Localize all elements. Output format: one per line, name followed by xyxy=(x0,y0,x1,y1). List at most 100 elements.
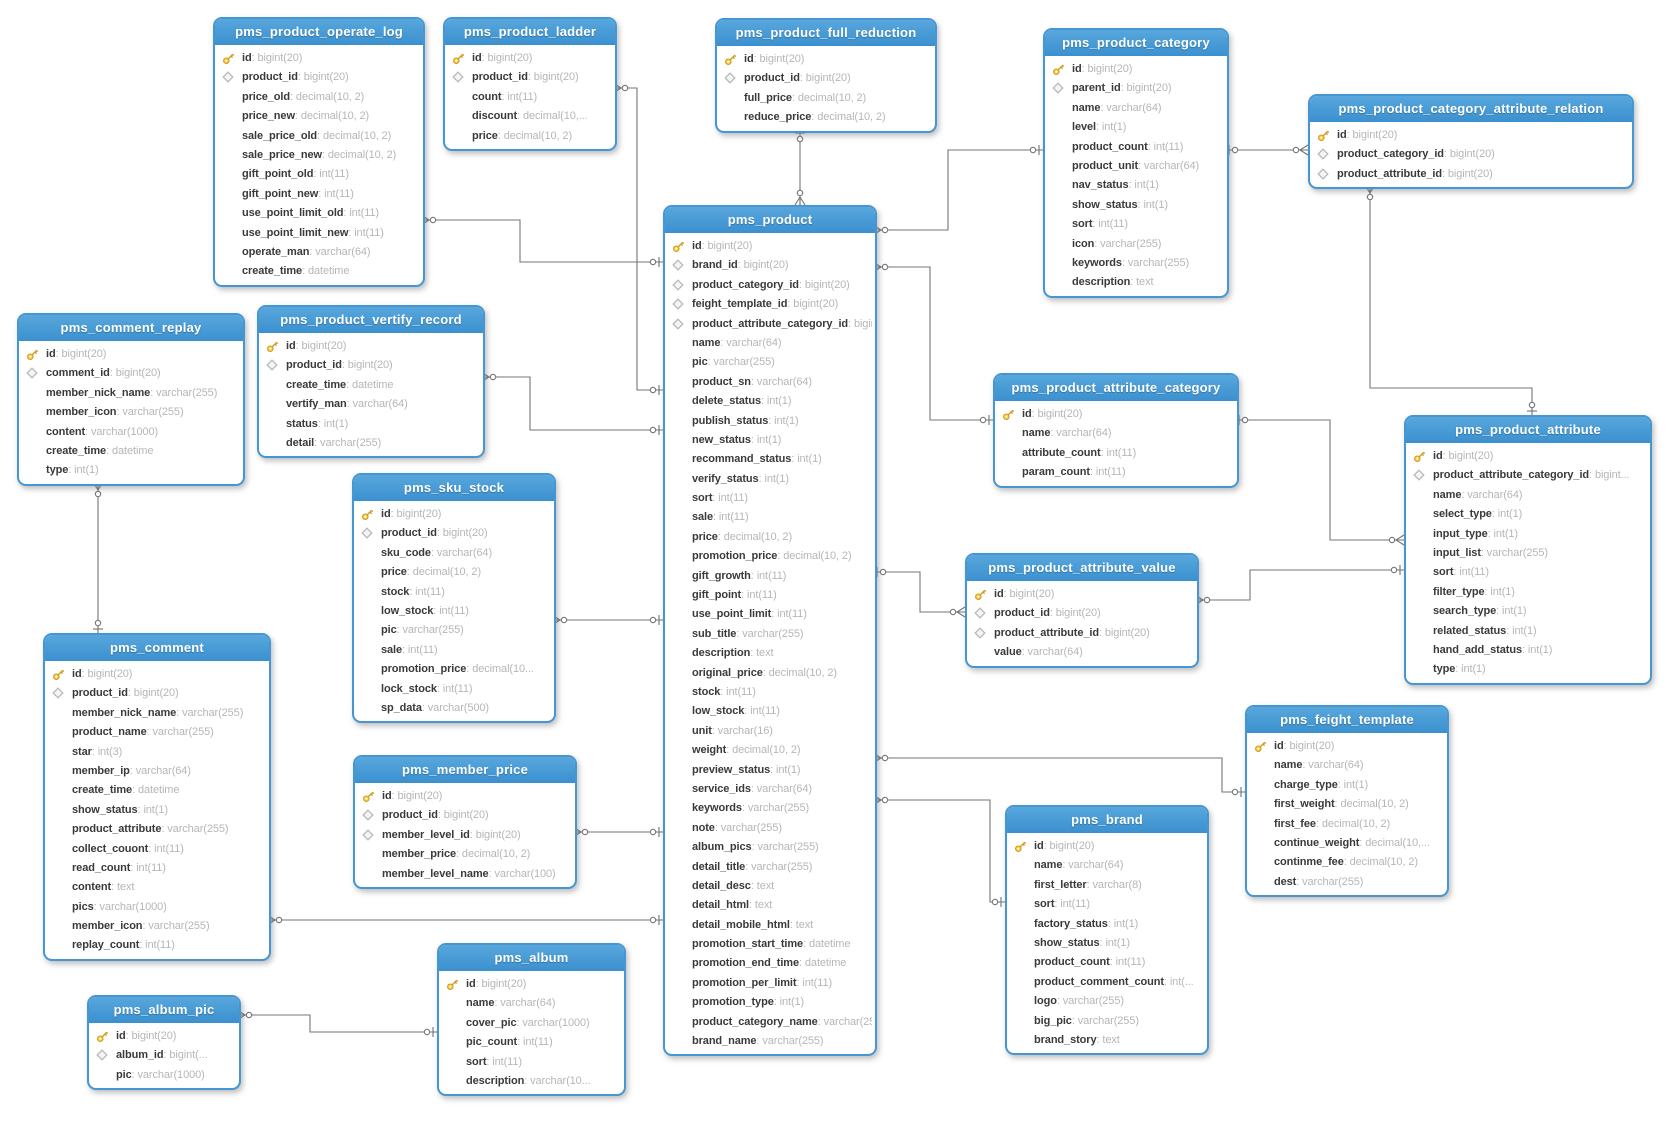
field-row-show_status: show_status: int(1) xyxy=(45,801,266,820)
table-title[interactable]: pms_product_attribute xyxy=(1406,417,1650,443)
field-type: : bigint(20) xyxy=(1346,129,1398,141)
field-name: first_letter xyxy=(1034,878,1087,891)
field-row-attribute_count: attribute_count: int(11) xyxy=(995,444,1234,463)
field-name: product_category_id xyxy=(1337,148,1444,161)
field-type: : decimal(10, 2) xyxy=(497,129,573,142)
table-title[interactable]: pms_product_attribute_category xyxy=(995,375,1237,401)
field-row-name: name: varchar(64) xyxy=(439,994,621,1013)
field-row-name: name: varchar(64) xyxy=(1045,99,1224,118)
field-type: : bigint(20) xyxy=(787,298,839,311)
field-type: : varchar(255) xyxy=(707,356,775,369)
field-type: : decimal(10, 2) xyxy=(321,148,397,161)
table-title[interactable]: pms_product_operate_log xyxy=(215,19,423,45)
field-type: : int(11) xyxy=(517,1036,553,1049)
field-row-type: type: int(1) xyxy=(1406,660,1647,679)
key-icon xyxy=(97,1031,109,1042)
field-name: select_type xyxy=(1433,508,1492,521)
field-row-star: star: int(3) xyxy=(45,743,266,762)
field-name: sale_price_old xyxy=(242,129,318,142)
field-name: parent_id xyxy=(1072,82,1121,95)
field-name: gift_point_old xyxy=(242,168,314,181)
table-title[interactable]: pms_product_vertify_record xyxy=(259,307,483,333)
table-title[interactable]: pms_comment_replay xyxy=(19,315,243,341)
field-row-sale_price_new: sale_price_new: decimal(10, 2) xyxy=(215,146,420,165)
field-row-comment_id: comment_id: bigint(20) xyxy=(19,364,240,383)
diamond-icon xyxy=(1317,168,1329,180)
field-name: description xyxy=(466,1074,525,1087)
table-title[interactable]: pms_product_category xyxy=(1045,30,1227,56)
field-name: name xyxy=(1274,759,1303,772)
field-name: name xyxy=(692,336,721,349)
field-row-first_letter: first_letter: varchar(8) xyxy=(1007,876,1204,895)
field-name: price_new xyxy=(242,110,295,123)
table-title[interactable]: pms_product_ladder xyxy=(445,19,615,45)
table-title[interactable]: pms_product xyxy=(665,207,875,233)
table-fields: id: bigint(20)name: varchar(64)attribute… xyxy=(995,401,1237,486)
table-title[interactable]: pms_sku_stock xyxy=(354,475,554,501)
field-name: continme_fee xyxy=(1274,856,1344,869)
field-type: : bigint(20) xyxy=(341,359,393,372)
key-icon xyxy=(267,341,279,352)
field-name: sort xyxy=(1433,566,1454,579)
table-title[interactable]: pms_product_full_reduction xyxy=(717,20,935,46)
field-type: : bigint(20) xyxy=(391,790,443,802)
table-title[interactable]: pms_product_attribute_value xyxy=(967,555,1197,581)
field-name: new_status xyxy=(692,433,751,446)
diamond-icon xyxy=(1317,148,1329,161)
field-type: : varchar(64) xyxy=(1062,859,1124,872)
table-title[interactable]: pms_comment xyxy=(45,635,269,661)
field-type: : int(1) xyxy=(1487,527,1518,540)
field-name: use_point_limit xyxy=(692,608,772,621)
field-type: : varchar(255) xyxy=(161,823,229,836)
field-row-big_pic: big_pic: varchar(255) xyxy=(1007,1012,1204,1031)
field-type: : int(11) xyxy=(486,1055,522,1068)
table-title[interactable]: pms_feight_template xyxy=(1247,707,1447,733)
field-row-id: id: bigint(20) xyxy=(215,49,420,68)
table-title[interactable]: pms_brand xyxy=(1007,807,1207,833)
field-row-id: id: bigint(20) xyxy=(665,237,872,256)
field-name: keywords xyxy=(692,802,742,815)
field-name: original_price xyxy=(692,666,763,679)
field-name: product_count xyxy=(1034,956,1110,969)
field-row-logo: logo: varchar(255) xyxy=(1007,992,1204,1011)
field-row-member_icon: member_icon: varchar(255) xyxy=(19,403,240,422)
field-name: promotion_type xyxy=(692,996,774,1009)
field-type: : datetime xyxy=(132,784,180,797)
table-title[interactable]: pms_product_category_attribute_relation xyxy=(1310,96,1632,122)
field-type: : text xyxy=(750,879,775,892)
field-type: : varchar(1000) xyxy=(131,1068,205,1081)
table-title[interactable]: pms_album xyxy=(439,945,624,971)
field-row-sort: sort: int(11) xyxy=(439,1053,621,1072)
table-fields: id: bigint(20)product_id: bigint(20)memb… xyxy=(355,783,575,887)
field-name: id xyxy=(381,508,391,520)
field-type: : int(11) xyxy=(744,705,780,718)
table-title[interactable]: pms_album_pic xyxy=(89,997,239,1023)
field-name: name xyxy=(1433,488,1462,501)
field-row-id: id: bigint(20) xyxy=(354,505,551,524)
table-title[interactable]: pms_member_price xyxy=(355,757,575,783)
field-row-sort: sort: int(11) xyxy=(1406,563,1647,582)
field-row-member_level_id: member_level_id: bigint(20) xyxy=(355,826,572,845)
field-type: : decimal(10, 2) xyxy=(762,666,837,679)
field-row-promotion_start_time: promotion_start_time: datetime xyxy=(665,935,872,954)
field-name: star xyxy=(72,745,92,758)
field-row-product_name: product_name: varchar(255) xyxy=(45,723,266,742)
